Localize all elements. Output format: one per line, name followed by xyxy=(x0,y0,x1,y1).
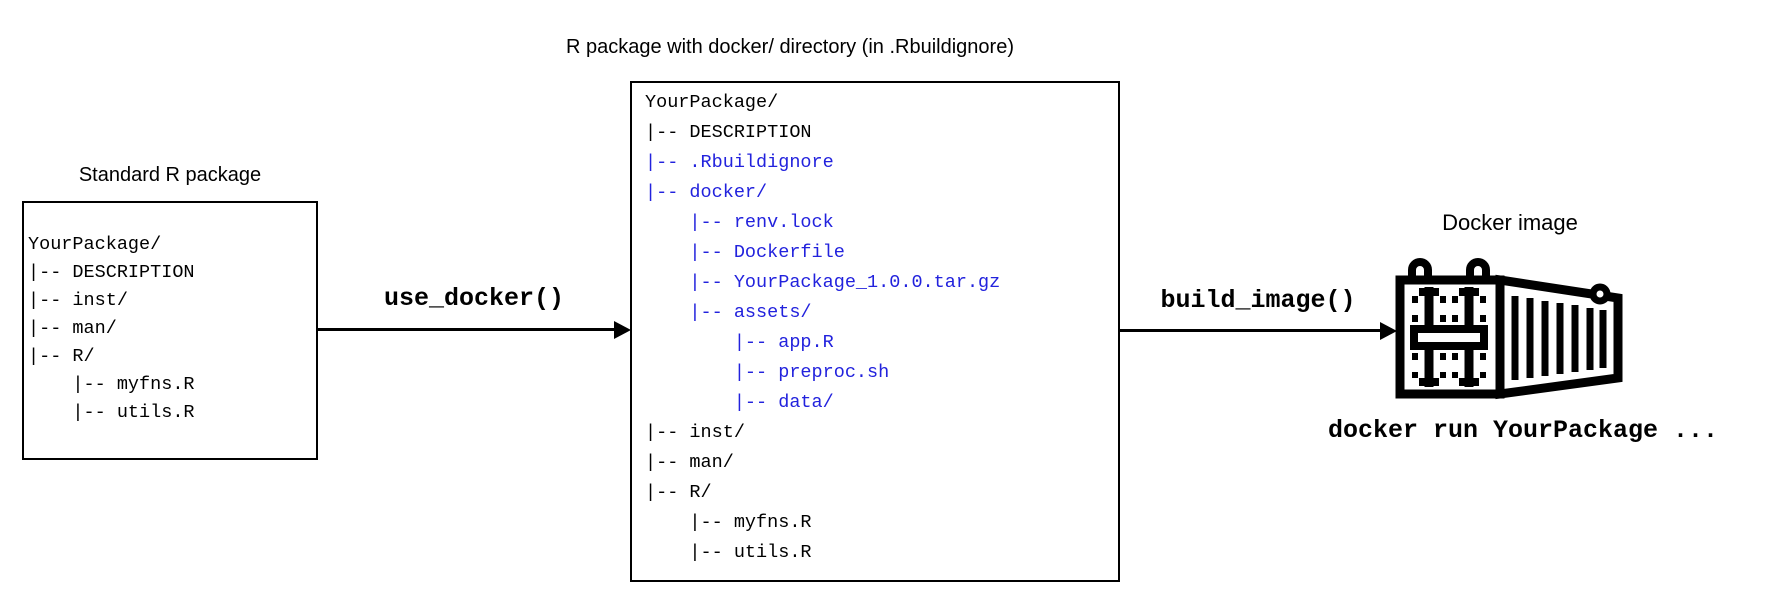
standard-package-box: YourPackage/ |-- DESCRIPTION |-- inst/ |-- … xyxy=(22,201,318,460)
tree-line: |-- Dockerfile xyxy=(645,242,845,263)
build-image-arrowhead-icon xyxy=(1380,321,1397,340)
tree-line: |-- DESCRIPTION xyxy=(28,262,195,283)
middle-box-title: R package with docker/ directory (in .Rb… xyxy=(566,36,1014,58)
tree-line: |-- assets/ xyxy=(645,302,812,323)
use-docker-arrow xyxy=(318,328,615,331)
build-image-arrow xyxy=(1120,329,1381,332)
tree-line: |-- myfns.R xyxy=(645,512,812,533)
tree-line: |-- utils.R xyxy=(28,402,195,423)
standard-package-tree: YourPackage/ |-- DESCRIPTION |-- inst/ |-- … xyxy=(24,203,316,427)
docker-package-box: YourPackage/ |-- DESCRIPTION |-- .Rbuildig… xyxy=(630,81,1120,582)
tree-line: |-- myfns.R xyxy=(28,374,195,395)
tree-line: |-- data/ xyxy=(645,392,834,413)
tree-line: |-- YourPackage_1.0.0.tar.gz xyxy=(645,272,1001,293)
tree-line: |-- DESCRIPTION xyxy=(645,122,812,143)
docker-package-tree: YourPackage/ |-- DESCRIPTION |-- .Rbuildig… xyxy=(632,83,1118,568)
docker-image-title: Docker image xyxy=(1442,210,1578,235)
tree-line: |-- inst/ xyxy=(28,290,128,311)
tree-line: |-- app.R xyxy=(645,332,834,353)
tree-line: |-- preproc.sh xyxy=(645,362,890,383)
tree-line: |-- R/ xyxy=(28,346,95,367)
tree-line: |-- .Rbuildignore xyxy=(645,152,834,173)
tree-line: |-- inst/ xyxy=(645,422,745,443)
tree-line: |-- man/ xyxy=(645,452,734,473)
use-docker-arrowhead-icon xyxy=(614,320,631,339)
tree-line: |-- man/ xyxy=(28,318,117,339)
use-docker-arrow-label: use_docker() xyxy=(383,284,565,313)
tree-line: |-- renv.lock xyxy=(645,212,834,233)
tree-line: |-- docker/ xyxy=(645,182,768,203)
tree-line: |-- R/ xyxy=(645,482,712,503)
left-box-title: Standard R package xyxy=(78,164,262,186)
tree-line: |-- utils.R xyxy=(645,542,812,563)
shipping-container-icon xyxy=(1395,258,1623,400)
tree-line: YourPackage/ xyxy=(645,92,779,113)
build-image-arrow-label: build_image() xyxy=(1160,286,1356,315)
docker-run-caption: docker run YourPackage ... xyxy=(1327,416,1719,445)
tree-line: YourPackage/ xyxy=(28,234,162,255)
